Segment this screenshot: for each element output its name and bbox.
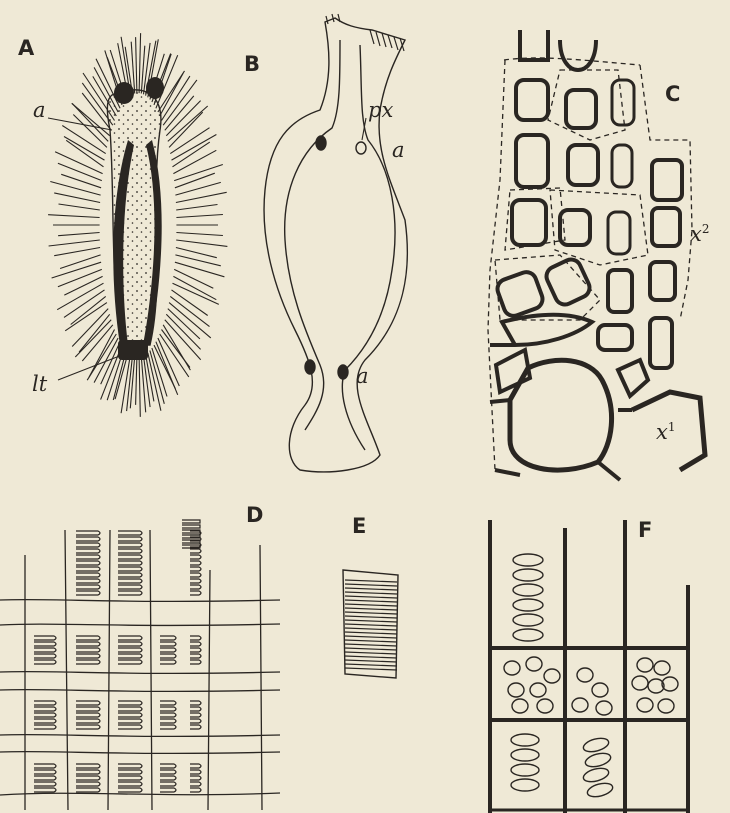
panel-f-diagram <box>490 520 688 813</box>
panel-a-diagram <box>48 33 227 417</box>
label-b-wall-lower: a <box>356 364 369 388</box>
torus-dot-left <box>114 82 134 104</box>
panel-label-f: F <box>638 518 652 542</box>
torus-bottom <box>118 340 148 360</box>
panel-b-diagram <box>264 14 407 472</box>
torus-dot-right <box>146 77 164 99</box>
label-a-torus: lt <box>32 372 47 396</box>
label-c-x1: x1 <box>656 420 675 444</box>
label-a-wall: a <box>33 98 46 122</box>
panel-label-d: D <box>246 503 263 527</box>
panel-label-c: C <box>665 82 680 106</box>
panel-d-diagram <box>0 520 280 810</box>
panel-e-diagram <box>343 570 398 678</box>
panel-label-a: A <box>18 36 34 60</box>
label-b-pit: px <box>368 98 393 122</box>
label-c-x2: x2 <box>690 222 709 246</box>
panel-label-b: B <box>244 52 260 76</box>
panel-label-e: E <box>352 514 366 538</box>
label-b-wall-upper: a <box>392 138 405 162</box>
